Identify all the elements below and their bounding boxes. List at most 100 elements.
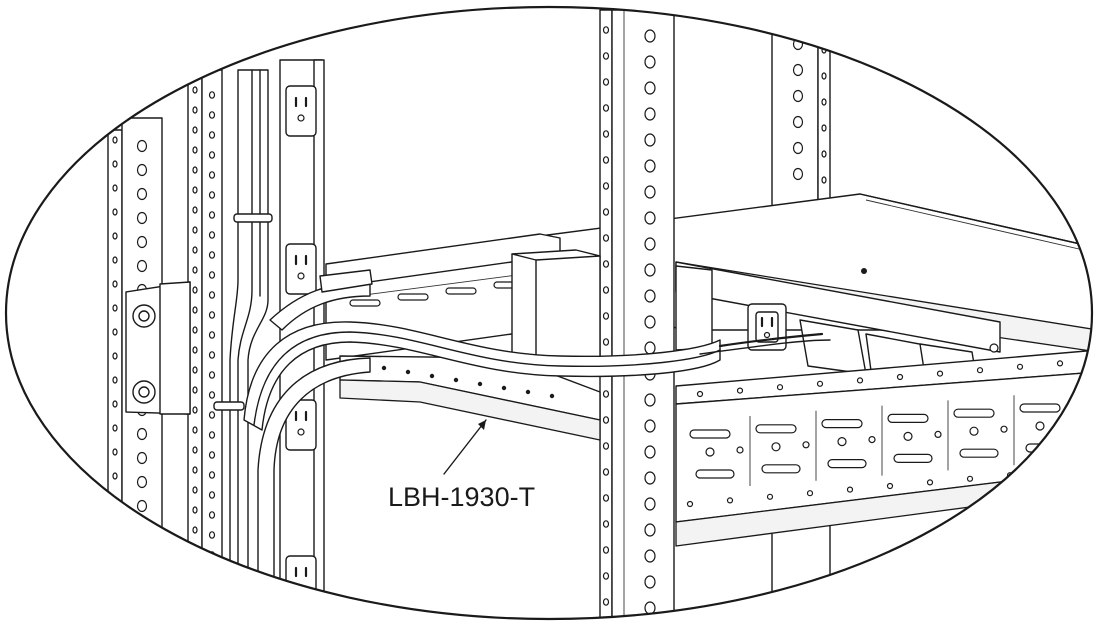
rack-hole — [136, 139, 148, 153]
rack-hole — [208, 211, 216, 219]
rack-hole — [208, 391, 216, 399]
rack-hole — [112, 184, 118, 192]
rack-hole — [821, 150, 827, 158]
outlet-icon — [285, 555, 317, 607]
rack-hole — [208, 151, 216, 159]
rack-hole — [192, 266, 198, 274]
tray-hole — [1016, 363, 1024, 370]
rack-hole — [112, 400, 118, 408]
rack-hole — [208, 371, 216, 379]
rack-hole — [192, 246, 198, 254]
tray-hole — [934, 430, 942, 438]
rack-hole — [208, 251, 216, 259]
rack-hole — [644, 133, 656, 147]
rack-hole — [208, 431, 216, 439]
tray-hole — [806, 490, 814, 497]
tray-dot — [525, 389, 531, 395]
rack-hole — [208, 131, 216, 139]
tray-dot — [549, 393, 555, 399]
rack-hole — [602, 494, 610, 502]
tray-hole — [976, 367, 984, 374]
rack-hole — [644, 445, 656, 459]
rack-hole — [208, 531, 216, 539]
tray-hole — [1056, 360, 1064, 367]
tray-hole — [846, 486, 854, 493]
rack-hole — [136, 547, 148, 561]
rack-hole — [644, 263, 656, 277]
rack-hole — [112, 208, 118, 216]
rack-hole — [192, 86, 198, 94]
rack-hole — [208, 91, 216, 99]
tray-slot — [893, 453, 933, 463]
rack-hole — [644, 237, 656, 251]
rack-hole — [112, 448, 118, 456]
tray-hole — [936, 370, 944, 377]
rack-hole — [192, 186, 198, 194]
rack-hole — [644, 315, 656, 329]
rack-hole — [602, 52, 610, 60]
rack-hole — [644, 575, 656, 589]
tray-dot — [381, 365, 387, 371]
rack-hole — [112, 376, 118, 384]
outlet-icon — [285, 243, 317, 295]
rack-hole — [192, 466, 198, 474]
tray-hole — [1066, 420, 1074, 428]
rack-hole — [192, 546, 198, 554]
rack-hole — [602, 234, 610, 242]
rack-hole — [112, 256, 118, 264]
tray-hole — [1000, 425, 1008, 433]
rack-hole — [112, 472, 118, 480]
rack-hole — [792, 167, 804, 181]
rack-hole — [112, 520, 118, 528]
rack-hole — [192, 146, 198, 154]
rack-hole — [208, 471, 216, 479]
rack-hole — [208, 231, 216, 239]
rack-hole — [136, 523, 148, 537]
rack-hole — [208, 191, 216, 199]
rack-hole — [602, 546, 610, 554]
rack-hole — [208, 171, 216, 179]
tray-hole — [686, 500, 694, 508]
rack-hole — [208, 451, 216, 459]
callout-leader-line — [443, 419, 487, 475]
rack-hole — [192, 226, 198, 234]
rack-hole — [602, 260, 610, 268]
tray-slot — [397, 293, 429, 301]
rack-hole — [602, 338, 610, 346]
cable-tray-icon — [675, 349, 1092, 547]
rack-hole — [602, 468, 610, 476]
tray-slot — [959, 448, 999, 458]
rack-hole — [602, 390, 610, 398]
rack-hole — [602, 598, 610, 606]
rack-hole — [602, 416, 610, 424]
tray-hole — [1046, 468, 1054, 475]
rack-hole — [192, 366, 198, 374]
rack-hole — [208, 291, 216, 299]
rack-hole — [192, 506, 198, 514]
tray-hole — [868, 436, 876, 444]
rack-post-icon — [599, 9, 675, 619]
tray-hole — [705, 447, 715, 457]
tray-hole — [736, 446, 744, 454]
tray-slot — [349, 299, 381, 307]
rack-hole — [602, 442, 610, 450]
rack-hole — [192, 166, 198, 174]
rack-hole — [821, 72, 827, 80]
rack-hole — [208, 511, 216, 519]
tray-slot — [827, 459, 867, 469]
tray-slot — [445, 287, 477, 295]
tray-hole — [837, 437, 847, 447]
rack-hole — [192, 486, 198, 494]
outlet-icon — [285, 85, 317, 137]
rack-hole — [192, 346, 198, 354]
tray-slot — [695, 469, 735, 479]
tray-hole — [736, 387, 744, 394]
rack-hole — [192, 326, 198, 334]
rack-hole — [112, 280, 118, 288]
rack-hole — [792, 141, 804, 155]
rack-hole — [192, 526, 198, 534]
rack-hole — [792, 115, 804, 129]
rack-hole — [602, 156, 610, 164]
rack-hole — [792, 63, 804, 77]
